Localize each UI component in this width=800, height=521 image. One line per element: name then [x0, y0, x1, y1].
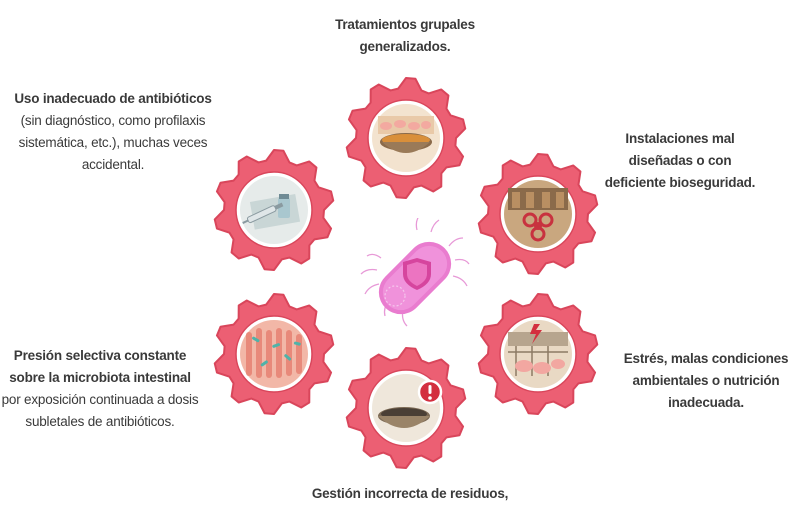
syringe-and-vial-icon [240, 176, 308, 244]
gear-upper-left [212, 148, 336, 272]
label-waste-management: Gestión incorrecta de residuos, [311, 486, 509, 501]
label-selective-pressure-rest: por exposición continuada a dosis sublet… [1, 392, 199, 429]
label-inadequate-antibiotic-use: Uso inadecuado de antibióticos (sin diag… [8, 88, 218, 176]
label-stress-conditions: Estrés, malas condiciones ambientales o … [623, 351, 789, 410]
warning-alert-icon [417, 379, 443, 405]
gear-lower-right [476, 292, 600, 416]
intestinal-microbiota-icon [240, 320, 308, 388]
resistant-bacterium-shield-icon [355, 215, 475, 338]
label-group-treatments: Tratamientos grupales generalizados. [335, 17, 475, 54]
gear-top [344, 76, 468, 200]
gear-upper-right [476, 152, 600, 276]
feed-trough-with-pigs-icon [372, 104, 440, 172]
gear-bottom [344, 346, 468, 470]
gear-lower-left [212, 292, 336, 416]
stressed-pigs-icon [504, 320, 572, 388]
label-inadequate-antibiotic-use-rest: (sin diagnóstico, como profilaxis sistem… [18, 113, 208, 172]
biohazard-barn-icon [504, 180, 572, 248]
label-selective-pressure-bold: Presión selectiva constante sobre la mic… [9, 348, 191, 385]
label-inadequate-antibiotic-use-bold: Uso inadecuado de antibióticos [14, 91, 212, 106]
label-selective-pressure: Presión selectiva constante sobre la mic… [0, 345, 200, 433]
label-poor-facilities: Instalaciones mal diseñadas o con defici… [604, 131, 756, 190]
